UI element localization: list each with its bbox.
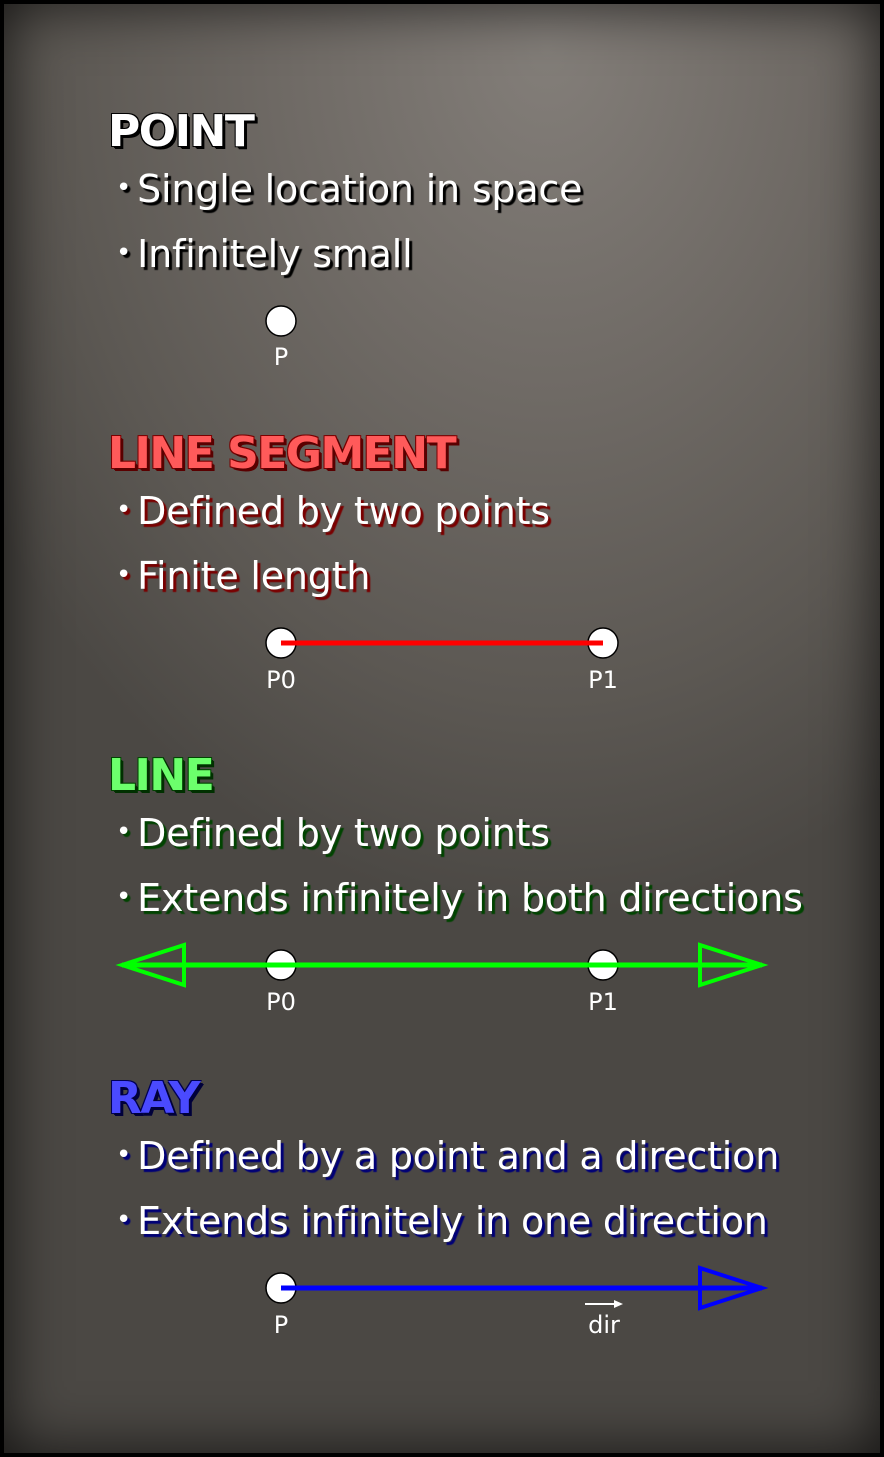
bullet-dot: • [116, 817, 132, 847]
line-p1-label: P1 [588, 988, 618, 1016]
segment-p0-label: P0 [266, 666, 296, 694]
point-diagram: P [265, 305, 297, 371]
geometry-diagram: P P0 P1 P0 P1 P dir [115, 305, 769, 1339]
line-bullet-1: •Defined by two points [116, 811, 550, 855]
point-p-marker [265, 305, 297, 337]
dir-vector-arrowhead [614, 1300, 623, 1308]
segment-heading: LINE SEGMENT [108, 428, 457, 479]
bullet-dot: • [116, 1140, 132, 1170]
bullet-dot: • [116, 238, 132, 268]
point-heading: POINT [108, 106, 255, 157]
ray-diagram: P dir [265, 1265, 769, 1339]
line-heading: LINE [108, 750, 215, 801]
ray-bullet-2: •Extends infinitely in one direction [116, 1199, 768, 1243]
line-right-arrowhead [698, 942, 769, 988]
point-p-label: P [274, 343, 288, 371]
point-bullet-2: •Infinitely small [116, 232, 413, 276]
segment-bullet-1: •Defined by two points [116, 489, 550, 533]
bullet-dot: • [116, 173, 132, 203]
ray-heading: RAY [108, 1073, 201, 1124]
ray-bullet-1: •Defined by a point and a direction [116, 1134, 780, 1178]
segment-p1-label: P1 [588, 666, 618, 694]
line-p0-label: P0 [266, 988, 296, 1016]
segment-bullet-2: •Finite length [116, 554, 371, 598]
line-left-arrowhead [115, 942, 186, 988]
line-bullet-2: •Extends infinitely in both directions [116, 876, 803, 920]
bullet-dot: • [116, 1205, 132, 1235]
ray-dir-label: dir [588, 1311, 620, 1339]
point-bullet-1: •Single location in space [116, 167, 583, 211]
bullet-dot: • [116, 560, 132, 590]
slide-frame: POINT •Single location in space •Infinit… [4, 4, 880, 1453]
bullet-dot: • [116, 495, 132, 525]
bullet-dot: • [116, 882, 132, 912]
ray-arrowhead [698, 1265, 769, 1311]
line-diagram: P0 P1 [115, 942, 769, 1016]
ray-p-label: P [274, 1311, 288, 1339]
segment-diagram: P0 P1 [265, 627, 619, 694]
